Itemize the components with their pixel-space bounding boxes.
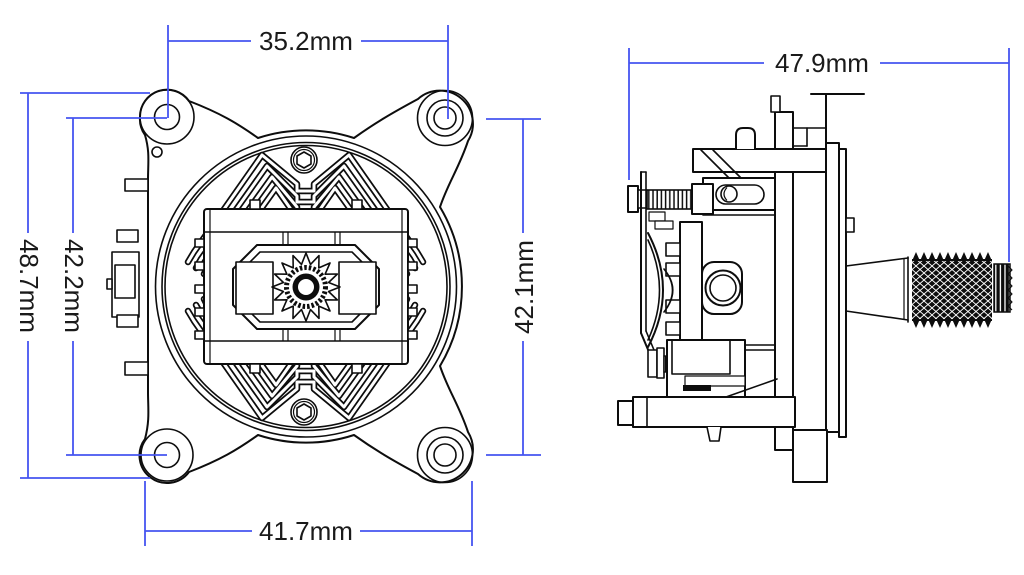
rocker-column [663,221,703,343]
mounting-hole-top-left [139,89,195,145]
pivot-bearing [701,261,743,315]
dimension-label: 42.2mm [59,239,89,333]
dimension-front-left-outer: 48.7mm [14,92,150,479]
upper-arm [692,127,827,198]
grip-end-cap [993,263,1013,313]
dimension-side-width: 47.9mm [628,48,1010,262]
side-tabs [106,178,149,376]
mounting-hole-top-right [416,89,474,147]
pilot-hole [151,146,163,158]
dimension-label: 42.1mm [509,240,539,334]
dimension-label: 48.7mm [14,239,44,333]
center-gear [271,252,341,322]
slotted-bracket [702,177,776,216]
mounting-plate-edge [774,93,865,438]
inner-bracket-plate [770,95,794,451]
bottom-rail [617,396,828,483]
bearing-ring [154,135,458,438]
dimension-front-right: 42.1mm [486,118,541,456]
hex-nut-bottom [290,398,318,426]
dimension-front-left-inner: 42.2mm [59,117,167,456]
tension-screw-top [627,183,714,230]
dimension-label: 35.2mm [259,26,353,56]
hex-nut-top [290,146,318,174]
dimension-label: 41.7mm [259,516,353,546]
dimension-label: 47.9mm [775,48,869,78]
front-view [106,88,474,484]
knurled-grip [912,252,992,328]
mounting-hole-bottom-right [416,426,474,484]
side-view [617,93,1013,483]
dimension-front-bottom: 41.7mm [144,481,473,546]
dimension-front-top: 35.2mm [167,25,449,119]
frame-pins [194,199,418,374]
stick-shaft [845,256,909,323]
lower-housing [666,339,778,399]
